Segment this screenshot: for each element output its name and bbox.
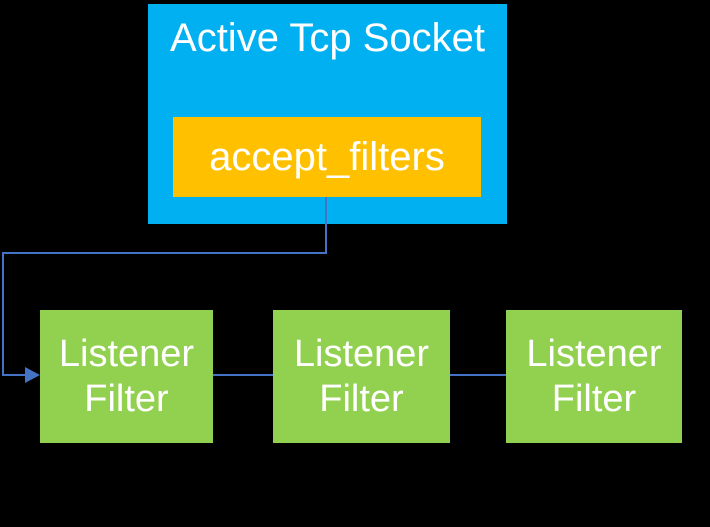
accept-filters-label: accept_filters bbox=[209, 134, 445, 179]
arrowhead-icon bbox=[25, 367, 40, 383]
listener-filter-box-1: Listener Filter bbox=[40, 310, 213, 443]
listener-filter-box-3: Listener Filter bbox=[506, 310, 682, 443]
listener-filter-box-2: Listener Filter bbox=[273, 310, 450, 443]
listener-filter-label: Listener Filter bbox=[293, 332, 430, 420]
active-tcp-socket-label: Active Tcp Socket bbox=[170, 16, 485, 60]
connector-vertical-from-accept-filters bbox=[325, 197, 327, 254]
connector-horizontal-top bbox=[2, 252, 327, 254]
connector-vertical-left bbox=[2, 252, 4, 375]
listener-filter-label: Listener Filter bbox=[526, 332, 662, 420]
connector-filter2-to-filter3 bbox=[450, 374, 506, 376]
accept-filters-box: accept_filters bbox=[173, 117, 481, 197]
listener-filter-label: Listener Filter bbox=[58, 332, 195, 420]
connector-horizontal-into-first-filter bbox=[2, 374, 26, 376]
active-tcp-socket-box: Active Tcp Socket accept_filters bbox=[148, 4, 507, 224]
connector-filter1-to-filter2 bbox=[213, 374, 273, 376]
